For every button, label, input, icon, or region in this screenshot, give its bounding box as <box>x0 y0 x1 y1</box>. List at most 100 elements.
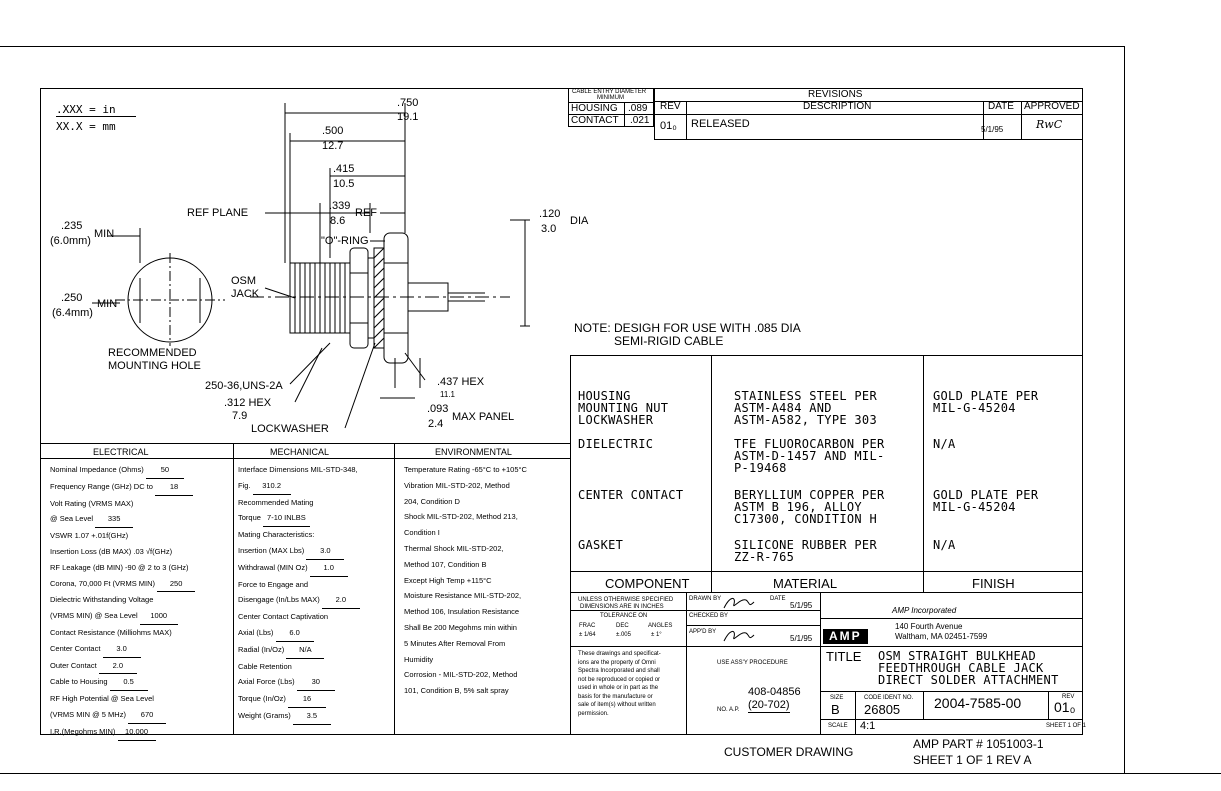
env-line: Condition I <box>404 528 440 538</box>
mech-line: Recommended Mating <box>238 497 314 507</box>
units-in: .XXX = in <box>56 103 136 117</box>
mechanical-title: MECHANICAL <box>270 447 330 457</box>
min-label-2: MIN <box>97 298 118 310</box>
hex-body <box>383 232 409 364</box>
checked-by-label: CHECKED BY <box>689 613 729 619</box>
no-ap-label: NO. A.P. <box>717 707 740 713</box>
elec-line: (VRMS MIN @ 5 MHz) 670 <box>50 707 230 724</box>
appd-date: 5/1/95 <box>790 634 813 643</box>
dim-12-7: 12.7 <box>322 140 344 152</box>
dim-250: .250 <box>61 292 83 304</box>
mech-line: Torque 7-10 INLBS <box>238 510 393 528</box>
dim-7-9: 7.9 <box>232 410 248 422</box>
cable-housing-val: .089 <box>628 103 648 114</box>
mat-row-4-finish: N/A <box>933 538 956 552</box>
dim-093: .093 <box>427 403 449 415</box>
mat-row-4-material: SILICONE RUBBER PER ZZ-R-765 <box>734 538 877 564</box>
proprietary-notice: These drawings and specificat- ions are … <box>578 651 661 717</box>
date-col: DATE <box>988 101 1014 112</box>
mat-row-1-component: HOUSING MOUNTING NUT LOCKWASHER <box>578 389 669 427</box>
elec-line: Corona, 70,000 Ft (VRMS MIN) 250 <box>50 576 230 593</box>
env-line: Except High Temp +115°C <box>404 575 492 585</box>
amp-logo: AMP <box>823 629 868 644</box>
size-value: B <box>831 702 840 717</box>
sheet-bottom-border <box>0 773 1221 774</box>
dim-2-4: 2.4 <box>428 418 444 430</box>
date-label: DATE <box>770 596 786 602</box>
elec-line: (VRMS MIN) @ Sea Level 1000 <box>50 608 230 625</box>
elec-line: Nominal Impedance (Ohms) 50 <box>50 462 230 479</box>
customer-drawing: CUSTOMER DRAWING <box>724 745 854 759</box>
footer-sheet: SHEET 1 OF 1 REV A <box>913 753 1032 767</box>
rev-01: 01₀ <box>660 120 677 132</box>
env-line: 204, Condition D <box>404 496 460 506</box>
mech-line: Mating Characteristics: <box>238 530 315 540</box>
rec-label-2: MOUNTING HOLE <box>108 360 201 372</box>
dim-120: .120 <box>539 208 561 220</box>
mech-line: Withdrawal (MIN Oz) 1.0 <box>238 560 393 577</box>
desc-col: DESCRIPTION <box>803 101 872 112</box>
finish-header: FINISH <box>972 576 1015 591</box>
use-assy-label: USE ASS'Y PROCEDURE <box>717 660 788 666</box>
cable-contact: CONTACT <box>571 115 619 126</box>
note-line-1: NOTE: DESIGH FOR USE WITH .085 DIA <box>574 321 801 335</box>
mech-line: Interface Dimensions MIL-STD-348, <box>238 465 358 474</box>
sheet-top-border <box>0 46 1125 47</box>
env-line: Method 106, Insulation Resistance <box>404 607 520 617</box>
title-line-3: DIRECT SOLDER ATTACHMENT <box>878 673 1059 687</box>
env-line: Corrosion - MIL-STD-202, Method <box>404 670 518 680</box>
mech-line: Weight (Grams) 3.5 <box>238 708 393 725</box>
environmental-list: Temperature Rating -65°C to +105°C Vibra… <box>404 462 569 699</box>
tol-angles: ANGLES <box>648 623 673 629</box>
osm-label: OSM <box>231 275 257 287</box>
signature-1 <box>723 598 755 609</box>
dim-415: .415 <box>333 163 355 175</box>
dim-750: .750 <box>397 97 419 109</box>
drawn-date: 5/1/95 <box>790 601 813 610</box>
drawn-by-label: DRAWN BY <box>689 596 722 602</box>
mech-line: Force to Engage and <box>238 579 309 589</box>
company-addr-1: 140 Fourth Avenue <box>895 622 963 631</box>
env-line: Thermal Shock MIL-STD-202, <box>404 543 504 553</box>
signature-2 <box>723 631 755 642</box>
env-line: Vibration MIL-STD-202, Method <box>404 480 510 490</box>
rev-approved: RwC <box>1036 118 1063 131</box>
elec-line: VSWR 1.07 +.01f(GHz) <box>50 531 129 541</box>
scale-value: 4:1 <box>860 720 876 732</box>
max-panel-label: MAX PANEL <box>452 411 515 423</box>
env-line: Humidity <box>404 654 434 664</box>
env-line: Moisture Resistance MIL-STD-202, <box>404 591 522 601</box>
cable-entry-header: CABLE ENTRY DIAMETER <box>572 89 647 95</box>
elec-line: Dielectric Withstanding Voltage <box>50 595 154 605</box>
elec-line: Frequency Range (GHz) DC to 18 <box>50 479 230 496</box>
env-line: Temperature Rating -65°C to +105°C <box>404 465 527 474</box>
elec-line: I.R.(Megohms MIN) 10,000 <box>50 724 230 741</box>
elec-line: RF Leakage (dB MIN) -90 @ 2 to 3 (GHz) <box>50 562 189 572</box>
sheet-label-tb: SHEET 1 OF 1 <box>1046 723 1086 729</box>
rec-label-1: RECOMMENDED <box>108 347 197 359</box>
rev-col: REV <box>660 101 681 112</box>
scale-label: SCALE <box>828 723 848 729</box>
lockwasher-shape <box>367 257 375 339</box>
mat-row-3-finish: GOLD PLATE PER MIL-G-45204 <box>933 488 1039 514</box>
env-line: 5 Minutes After Removal From <box>404 638 506 648</box>
mat-row-1-material: STAINLESS STEEL PER ASTM-A484 AND ASTM-A… <box>734 389 877 427</box>
component-header: COMPONENT <box>605 576 690 591</box>
electrical-title: ELECTRICAL <box>93 447 149 457</box>
mat-row-4-component: GASKET <box>578 538 624 552</box>
dim-6-4mm: (6.4mm) <box>52 307 93 319</box>
units-mm: XX.X = mm <box>56 120 116 133</box>
elec-line: @ Sea Level 335 <box>50 511 230 529</box>
drawing-number: 2004-7585-00 <box>934 695 1022 711</box>
dim-8-6: 8.6 <box>330 215 346 227</box>
ref-plane-label: REF PLANE <box>187 207 249 219</box>
o-ring-label: "O"-RING <box>321 235 369 247</box>
mech-line: Center Contact Captivation <box>238 612 329 622</box>
mat-row-3-material: BERYLLIUM COPPER PER ASTM B 196, ALLOY C… <box>734 488 885 526</box>
thread-label: 250-36,UNS-2A <box>205 380 283 392</box>
elec-line: Contact Resistance (Milliohms MAX) <box>50 627 172 637</box>
no-ap-value: (20-702) <box>748 699 790 713</box>
mat-row-2-component: DIELECTRIC <box>578 437 654 451</box>
company-name: AMP Incorporated <box>892 606 957 615</box>
mech-line: Disengage (In/Lbs MAX) 2.0 <box>238 592 393 610</box>
